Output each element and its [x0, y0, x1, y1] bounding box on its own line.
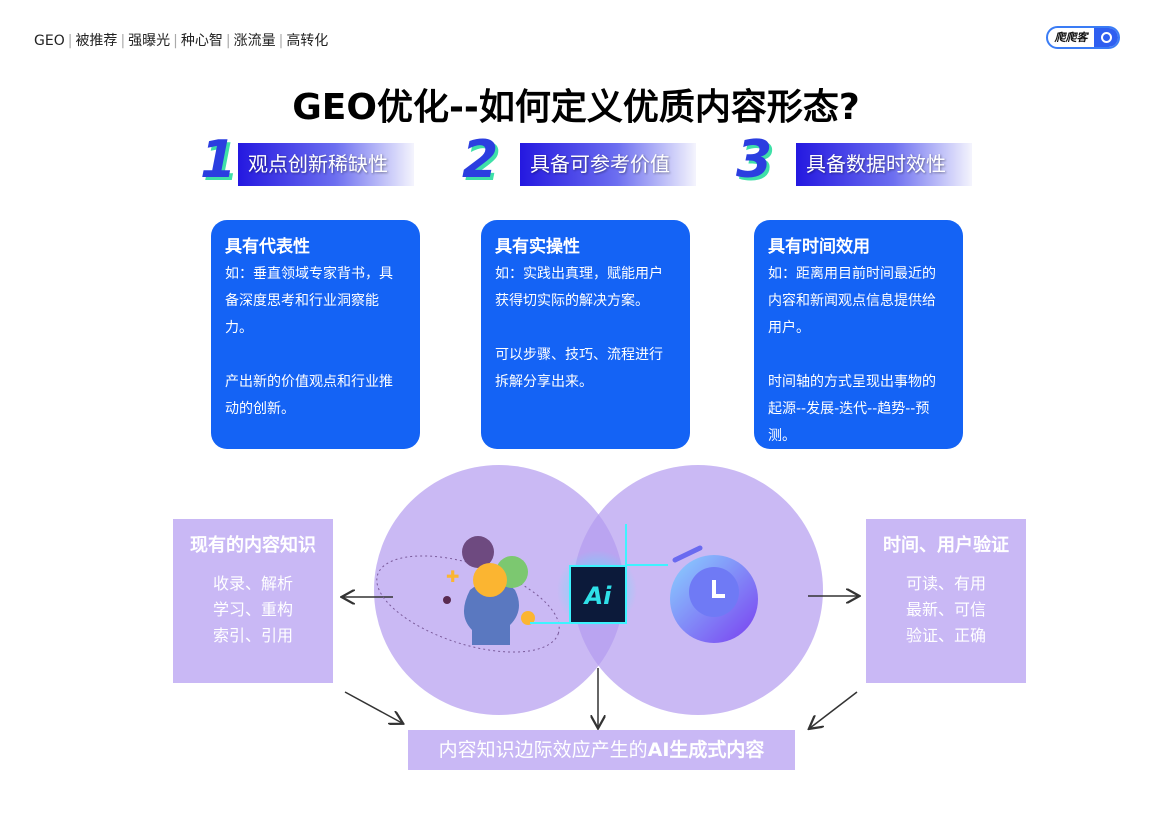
tag: 种心智: [180, 33, 223, 49]
card-title: 具有时间效用: [768, 237, 870, 257]
tag: 高转化: [286, 33, 329, 49]
box-line: 最新、可信: [905, 600, 986, 619]
card-text: 时间轴的方式呈现出事物的起源--发展-迭代--趋势--预测。: [768, 374, 936, 444]
box-line: 收录、解析: [212, 574, 293, 593]
search-icon: [1094, 28, 1118, 47]
card-text: 可以步骤、技巧、流程进行拆解分享出来。: [495, 347, 663, 390]
result-banner: 内容知识边际效应产生的AI生成式内容: [408, 730, 795, 770]
pillar-card: 具有时间效用如：距离用目前时间最近的内容和新闻观点信息提供给用户。时间轴的方式呈…: [754, 220, 963, 449]
number-2: 2: [462, 130, 499, 190]
tag: 被推荐: [75, 33, 118, 49]
tag: GEO: [34, 33, 65, 49]
tagline: GEO|被推荐|强曝光|种心智|涨流量|高转化: [34, 33, 329, 49]
banner-highlight: AI生成式内容: [647, 739, 765, 761]
pillar-card: 具有代表性如：垂直领域专家背书，具备深度思考和行业洞察能力。产出新的价值观点和行…: [211, 220, 420, 449]
box-line: 索引、引用: [212, 626, 293, 645]
card-text: 如：实践出真理，赋能用户获得切实际的解决方案。: [495, 266, 663, 309]
pillar-heading: 具备数据时效性: [796, 143, 972, 186]
arrow-down-right: [344, 691, 402, 723]
logo-text: 爬爬客: [1054, 31, 1088, 44]
brain-head-icon: ✚: [376, 536, 560, 653]
card-title: 具有实操性: [495, 237, 580, 257]
arrow-down-left: [810, 691, 858, 728]
banner-text: 内容知识边际效应产生的: [438, 739, 648, 761]
box-line: 可读、有用: [905, 574, 986, 593]
tag: 涨流量: [233, 33, 276, 49]
box-title: 时间、用户验证: [883, 535, 1009, 556]
ai-chip-icon: [569, 565, 627, 624]
card-text: 产出新的价值观点和行业推动的创新。: [225, 374, 393, 417]
page-title: GEO优化--如何定义优质内容形态?: [292, 87, 860, 128]
brand-logo: 爬爬客: [1046, 26, 1120, 49]
box-title: 现有的内容知识: [190, 535, 316, 556]
existing-knowledge-box: 现有的内容知识收录、解析学习、重构索引、引用: [173, 519, 333, 683]
card-text: 如：垂直领域专家背书，具备深度思考和行业洞察能力。: [225, 266, 393, 336]
tag: 强曝光: [128, 33, 171, 49]
box-line: 学习、重构: [212, 600, 293, 619]
card-text: 如：距离用目前时间最近的内容和新闻观点信息提供给用户。: [768, 266, 936, 336]
pillar-card: 具有实操性如：实践出真理，赋能用户获得切实际的解决方案。可以步骤、技巧、流程进行…: [481, 220, 690, 449]
svg-text:✚: ✚: [446, 567, 459, 586]
number-1: 1: [200, 130, 237, 190]
number-3: 3: [736, 130, 773, 190]
ai-chip-label: Ai: [583, 582, 613, 610]
pillar-heading: 具备可参考价值: [520, 143, 696, 186]
validation-box: 时间、用户验证可读、有用最新、可信验证、正确: [866, 519, 1026, 683]
stopwatch-icon: [670, 545, 758, 643]
card-title: 具有代表性: [225, 237, 310, 257]
box-line: 验证、正确: [905, 626, 986, 645]
pillar-heading: 观点创新稀缺性: [238, 143, 414, 186]
